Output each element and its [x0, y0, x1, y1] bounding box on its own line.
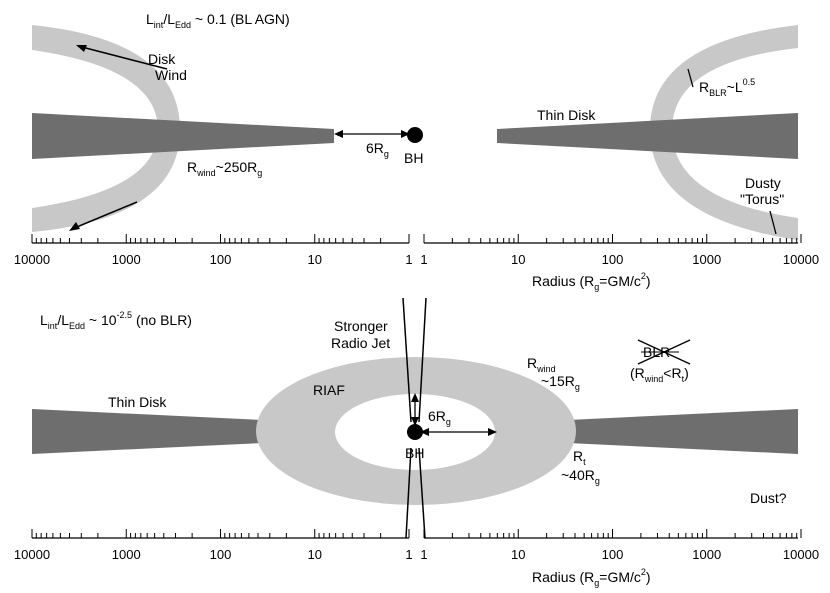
bottom-axis-left-tick-label: 10	[308, 547, 322, 562]
r-wind-value-bottom: ~15Rg	[541, 373, 580, 392]
thin-disk-right	[497, 113, 798, 159]
top-xlabel: Radius (Rg=GM/c2)	[532, 271, 651, 292]
black-hole-bottom	[407, 424, 423, 440]
wind-arrow-upper	[77, 45, 168, 70]
wind-arrow-lower-head	[69, 222, 80, 231]
bottom-axis-right-tick-label: 1000	[692, 547, 721, 562]
thin-disk-left-bottom	[32, 409, 262, 454]
dusty-torus-label-line1: Dusty	[745, 175, 781, 191]
top-axis-left-tick-label: 100	[210, 252, 232, 267]
jet-label-line2: Radio Jet	[331, 335, 390, 351]
riaf-vertical-arrowhead-bottom	[411, 417, 419, 426]
top-axis-right-tick-label: 1	[420, 252, 427, 267]
radio-jet-upper-left	[402, 297, 412, 423]
blr-condition-label: (Rwind<Rt)	[630, 365, 689, 384]
r-wind-label: Rwind~250Rg	[187, 159, 262, 178]
riaf-label: RIAF	[313, 382, 345, 398]
top-axis-left-tick-label: 10000	[14, 252, 50, 267]
riaf-horizontal-arrowhead-left	[420, 428, 429, 436]
bottom-axis-right-tick-label: 100	[602, 547, 624, 562]
bottom-panel: Lint/LEdd ~ 10-2.5 (no BLR) Stronger Rad…	[32, 297, 798, 539]
thin-disk-label-bottom: Thin Disk	[108, 394, 167, 410]
bh-label: BH	[404, 150, 423, 166]
wind-arrow-lower	[71, 201, 138, 230]
top-panel: Lint/LEdd ~ 0.1 (BL AGN) Disk Wind Rwind…	[32, 11, 798, 240]
thin-disk-right-bottom	[568, 409, 798, 454]
top-panel-title: Lint/LEdd ~ 0.1 (BL AGN)	[146, 11, 290, 30]
bottom-axis-left-tick-label: 1000	[112, 547, 141, 562]
riaf-shape	[256, 357, 576, 505]
bottom-xlabel: Radius (Rg=GM/c2)	[532, 567, 651, 588]
bottom-axis-right-tick-label: 10000	[783, 547, 819, 562]
top-axis-right-tick-label: 1000	[692, 252, 721, 267]
r-wind-label-bottom: Rwind	[527, 355, 556, 374]
r-t-value: ~40Rg	[561, 467, 600, 486]
disk-wind-label-line1: Disk	[148, 51, 176, 67]
thin-disk-left	[32, 113, 334, 159]
bottom-axis-right-tick-label: 10	[511, 547, 525, 562]
r-blr-pointer	[687, 68, 694, 88]
inner-gap-label: 6Rg	[366, 140, 389, 159]
jet-label-line1: Stronger	[334, 318, 388, 334]
dusty-torus-label-line2: "Torus"	[740, 191, 784, 207]
bh-label-bottom: BH	[405, 445, 424, 461]
torus-pointer	[769, 210, 777, 235]
radio-jet-lower-right	[418, 447, 426, 539]
riaf-vertical-arrowhead-top	[411, 393, 419, 402]
bottom-axis-left-tick-label: 10000	[14, 547, 50, 562]
inner-gap-arrowhead-left	[334, 130, 343, 138]
top-axis-left-tick-label: 1	[405, 252, 412, 267]
top-axis-right-tick-label: 10	[511, 252, 525, 267]
thin-disk-label: Thin Disk	[537, 107, 596, 123]
riaf-horizontal-arrowhead-right	[488, 428, 497, 436]
top-axis-left-tick-label: 10	[308, 252, 322, 267]
bottom-axis-right-tick-label: 1	[420, 547, 427, 562]
top-axis-right-tick-label: 100	[602, 252, 624, 267]
radio-jet-lower-left	[405, 447, 412, 539]
bottom-panel-title: Lint/LEdd ~ 10-2.5 (no BLR)	[40, 310, 192, 331]
r-t-label: Rt	[573, 448, 586, 467]
disk-wind-label-line2: Wind	[155, 67, 187, 83]
r-blr-label: RBLR~L0.5	[699, 77, 755, 98]
bottom-axis-left-tick-label: 1	[405, 547, 412, 562]
inner-gap-arrowhead-right	[401, 130, 410, 138]
wind-arrow-upper-head	[76, 45, 87, 52]
dusty-torus-shape	[650, 25, 798, 240]
bottom-axis-left-tick-label: 100	[210, 547, 232, 562]
radio-jet-upper-right	[418, 297, 427, 423]
top-axis-right-tick-label: 10000	[783, 252, 819, 267]
inner-gap-label-bottom: 6Rg	[428, 408, 451, 427]
black-hole	[407, 127, 423, 143]
dust-label: Dust?	[750, 490, 787, 506]
top-axis-left-tick-label: 1000	[112, 252, 141, 267]
disk-wind-shape	[32, 25, 180, 232]
